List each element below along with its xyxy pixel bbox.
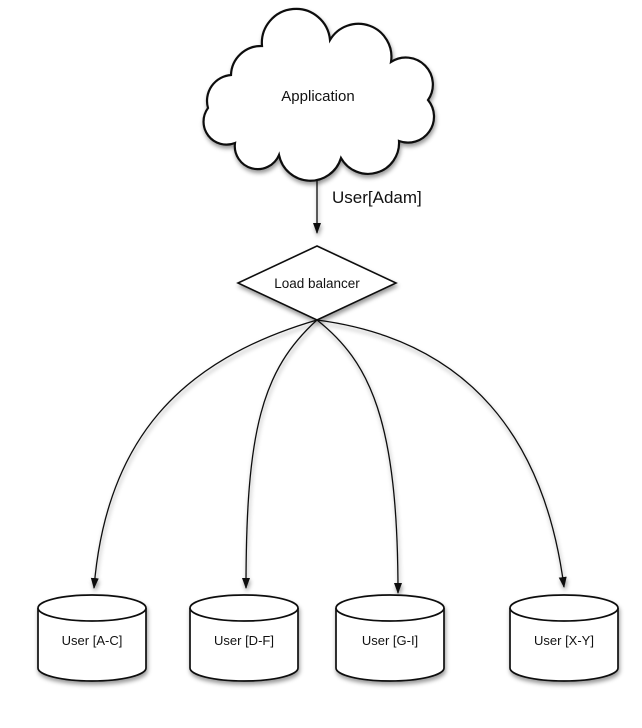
db-cylinder-shard-x-y <box>509 594 619 682</box>
cylinder-body <box>335 608 445 682</box>
application-label: Application <box>281 88 354 105</box>
cylinder-body <box>189 608 299 682</box>
cylinder-body <box>37 608 147 682</box>
shard-g-i-label: User [G-I] <box>362 633 418 648</box>
cylinder-body <box>509 608 619 682</box>
db-cylinder-shard-d-f <box>189 594 299 682</box>
application-cloud-node <box>202 7 436 182</box>
cylinder-top <box>509 594 619 622</box>
db-cylinder-shard-a-c <box>37 594 147 682</box>
shard-a-c-label: User [A-C] <box>62 633 123 648</box>
load-balancer-label: Load balancer <box>274 276 360 291</box>
edge-loadbalancer-to-shard-d-f <box>242 319 318 589</box>
cylinder-top <box>37 594 147 622</box>
cylinder-top <box>189 594 299 622</box>
edge-group <box>90 156 567 594</box>
edge-loadbalancer-to-shard-a-c <box>90 319 318 589</box>
load-balancer-diamond-node <box>236 245 398 321</box>
shard-d-f-label: User [D-F] <box>214 633 274 648</box>
db-cylinder-shard-g-i <box>335 594 445 682</box>
edge-loadbalancer-to-shard-x-y-3 <box>316 319 402 594</box>
request-edge-label: User[Adam] <box>332 188 422 207</box>
edge-loadbalancer-to-shard-x-y-4 <box>316 319 567 588</box>
shard-x-y-label: User [X-Y] <box>534 633 594 648</box>
cylinder-top <box>335 594 445 622</box>
